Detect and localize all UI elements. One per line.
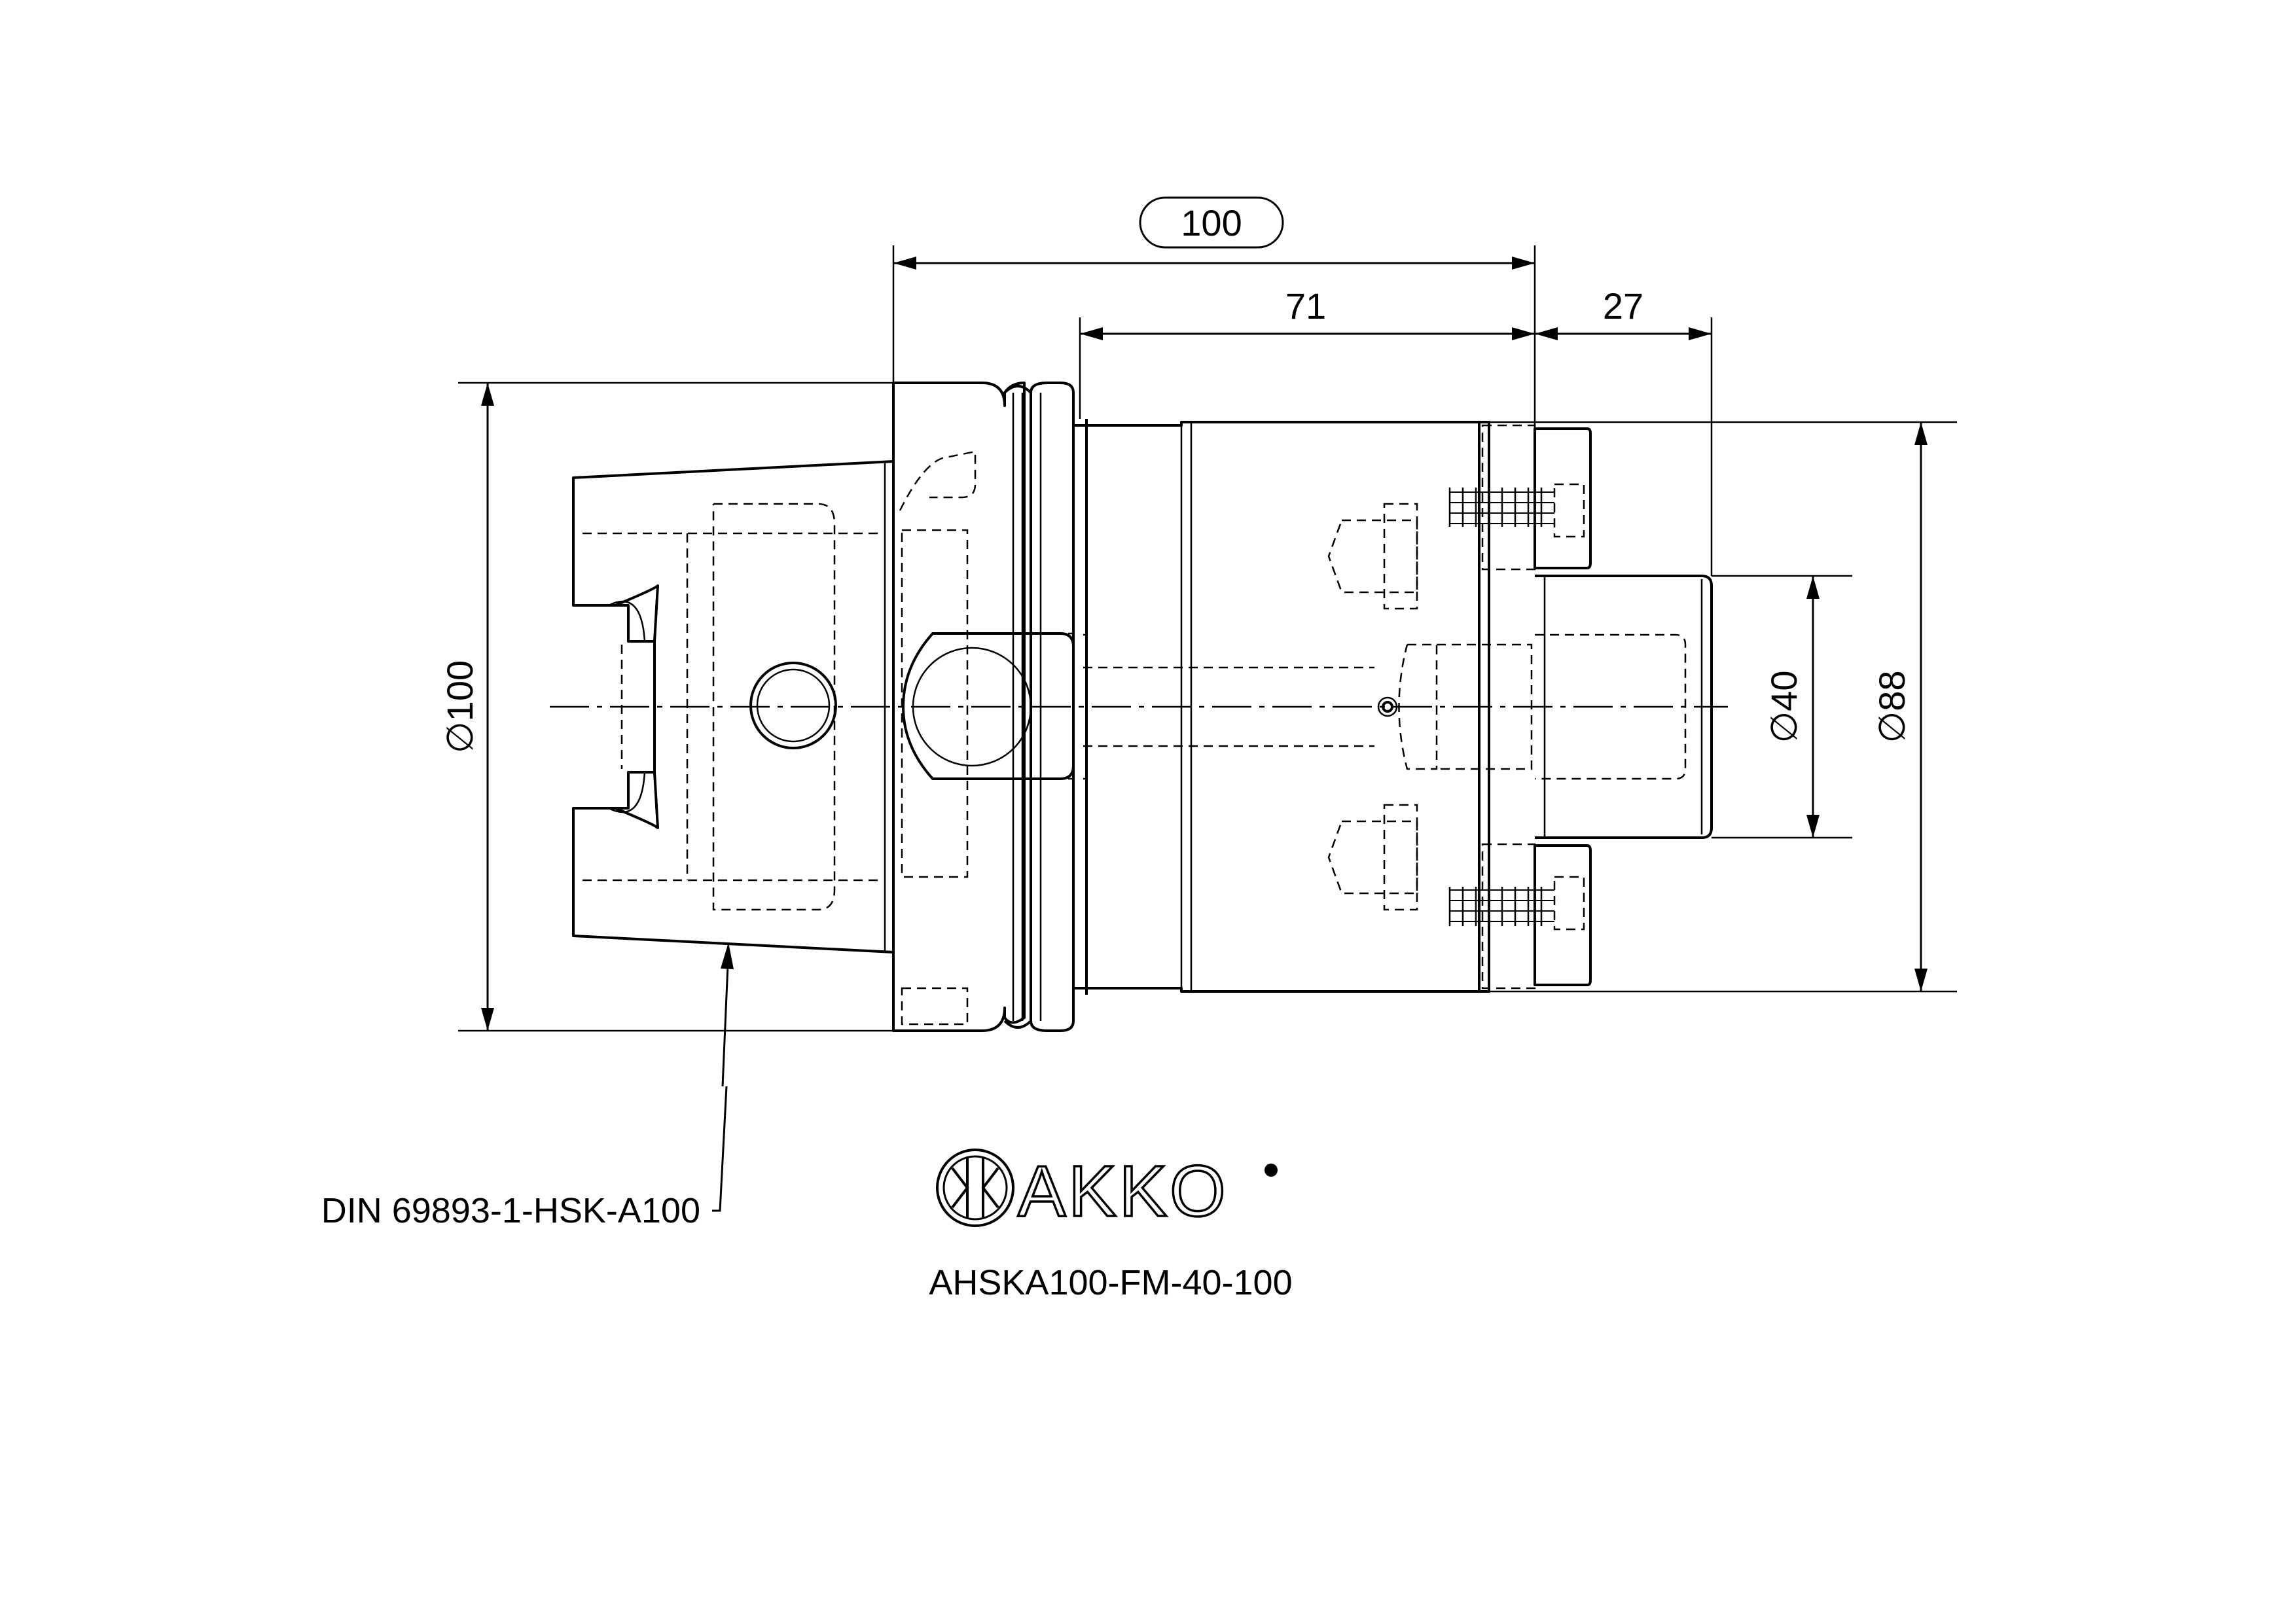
shank-diameter-label: ∅100 <box>439 660 480 753</box>
spigot-length-label: 27 <box>1603 285 1643 327</box>
dimension-lines <box>458 245 1957 1212</box>
body-diameter-label: ∅88 <box>1871 670 1912 743</box>
tool-body <box>1072 419 1533 995</box>
spigot-diameter-label: ∅40 <box>1763 670 1804 743</box>
akko-logo-wordmark: AKKO <box>1018 1151 1229 1232</box>
akko-emblem-icon <box>936 1149 1014 1227</box>
drive-key-top <box>1448 424 1592 571</box>
overall-length-label: 100 <box>1181 202 1242 243</box>
drive-key-bottom <box>1448 843 1592 990</box>
body-length-label: 71 <box>1285 285 1326 327</box>
pilot-spigot <box>1535 575 1713 839</box>
flange <box>884 382 1075 1032</box>
standard-callout-label: DIN 69893-1-HSK-A100 <box>321 1191 700 1230</box>
registered-mark-icon <box>1265 1164 1278 1177</box>
coolant-hole <box>749 662 837 749</box>
akko-logo: AKKO <box>936 1149 1278 1233</box>
product-code-label: AHSKA100-FM-40-100 <box>929 1263 1292 1302</box>
overall-length-pill <box>1139 196 1284 249</box>
